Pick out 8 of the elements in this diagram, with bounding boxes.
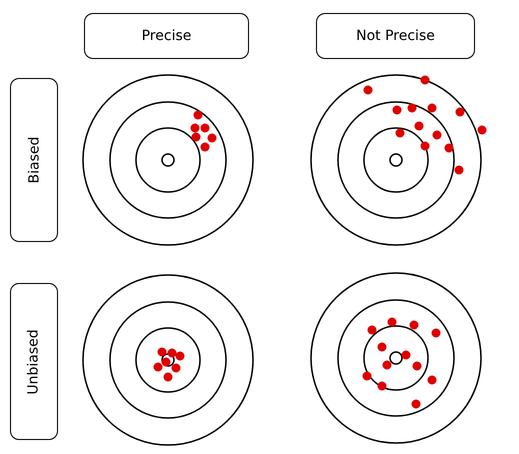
header-label: Unbiased (26, 328, 42, 394)
header-box (10, 283, 58, 440)
header-box (316, 13, 475, 59)
header-box (10, 78, 58, 242)
header-label: Biased (26, 136, 42, 184)
header-box (84, 13, 249, 59)
header-label: Not Precise (356, 28, 435, 44)
header-label: Precise (142, 28, 192, 44)
